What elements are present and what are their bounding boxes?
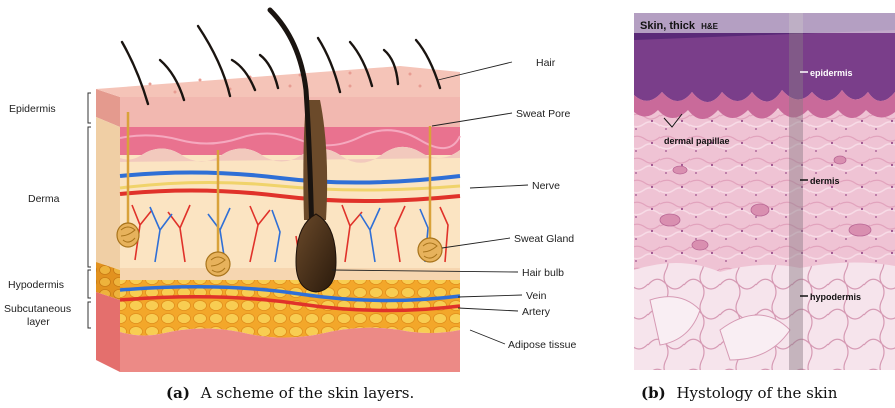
label-vein: Vein <box>526 290 547 302</box>
histology-image <box>634 13 895 370</box>
side-base <box>96 292 120 372</box>
skin-surface <box>96 66 460 98</box>
label-subcutaneous: Subcutaneous <box>4 303 71 315</box>
label-artery: Artery <box>522 306 551 318</box>
label-sweat-pore: Sweat Pore <box>516 108 570 120</box>
label-nerve: Nerve <box>532 180 560 192</box>
label-sweat-gland: Sweat Gland <box>514 233 574 245</box>
histo-label-dermal-papillae: dermal papillae <box>664 136 730 146</box>
histo-label-hypodermis: hypodermis <box>810 292 861 302</box>
skin-layers-diagram: Epidermis Derma Hypodermis Subcutaneous … <box>4 10 576 372</box>
left-brackets <box>88 93 91 328</box>
label-epidermis: Epidermis <box>9 103 56 115</box>
caption-a-tag: (a) <box>166 384 190 402</box>
histo-label-epidermis: epidermis <box>810 68 853 78</box>
histo-title-text: Skin, thick <box>640 20 696 32</box>
histo-stain: H&E <box>701 22 719 31</box>
label-derma: Derma <box>28 193 60 205</box>
histo-overlay-band <box>789 13 803 370</box>
label-hair: Hair <box>536 57 556 69</box>
caption-a-text: A scheme of the skin layers. <box>200 384 415 402</box>
label-adipose-tissue: Adipose tissue <box>508 339 576 351</box>
caption-b: (b) Hystology of the skin <box>641 384 838 402</box>
label-layer: layer <box>27 316 50 328</box>
caption-b-tag: (b) <box>641 384 666 402</box>
caption-a: (a) A scheme of the skin layers. <box>166 384 414 402</box>
caption-b-text: Hystology of the skin <box>676 384 837 402</box>
epidermis-front <box>120 97 460 127</box>
histo-title: Skin, thick H&E <box>640 20 719 32</box>
side-dermis <box>96 117 120 270</box>
histo-label-dermis: dermis <box>810 176 840 186</box>
label-hypodermis: Hypodermis <box>8 279 64 291</box>
label-hair-bulb: Hair bulb <box>522 267 564 279</box>
hypodermis-band <box>120 268 460 280</box>
